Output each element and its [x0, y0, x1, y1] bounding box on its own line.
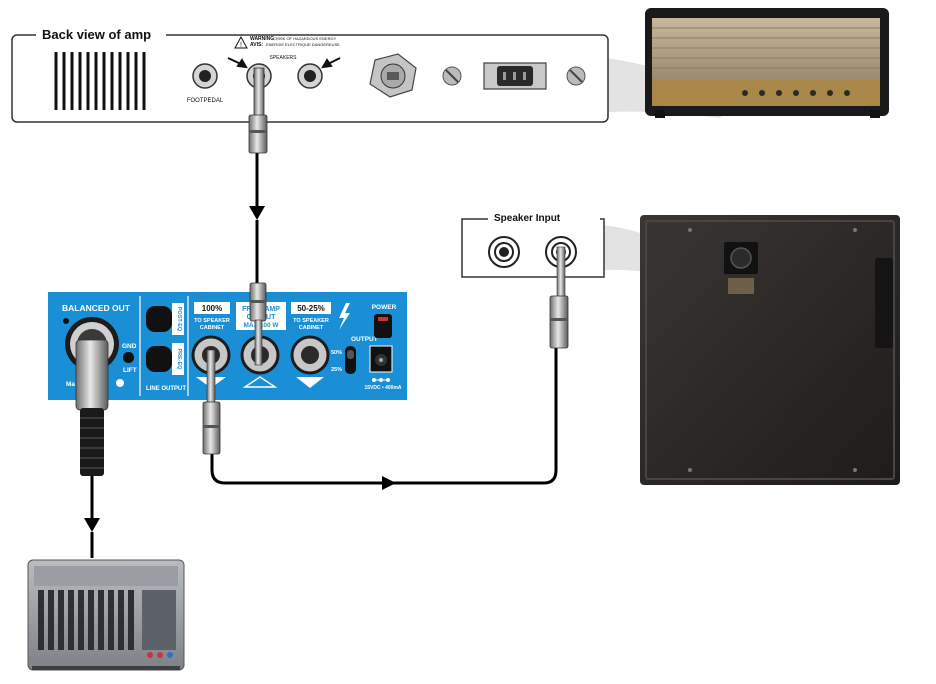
speakers-label: SPEAKERS — [270, 55, 298, 61]
mixer-image — [27, 559, 185, 671]
cabinet-label-2: CABINET — [299, 325, 324, 331]
badge-50: 50-25% — [297, 304, 325, 313]
arrow-down-mixer-icon — [84, 518, 100, 532]
speaker-input-jack-1[interactable] — [488, 236, 520, 268]
power-label: POWER — [372, 304, 397, 311]
dc-power-jack[interactable] — [369, 345, 393, 373]
amp-panel-title: Back view of amp — [42, 27, 151, 42]
badge-100: 100% — [202, 304, 222, 313]
cabinet-label-1: CABINET — [200, 325, 225, 331]
speaker-input-title: Speaker Input — [494, 213, 561, 224]
footpedal-label: FOOTPEDAL — [187, 98, 224, 104]
svg-text:!: ! — [240, 42, 242, 49]
speaker-cabinet-image — [603, 215, 900, 485]
speaker-jack-2[interactable] — [297, 63, 323, 89]
screw-left — [442, 66, 462, 86]
up-triangle-icon — [242, 376, 278, 388]
plug-speaker-input — [549, 246, 569, 349]
pre-eq-label: PRE-EQ — [176, 348, 182, 370]
speaker-out-jack-100[interactable] — [191, 335, 231, 375]
gnd-label: GND — [122, 343, 137, 350]
brand-label: Ma — [66, 381, 75, 388]
fuse-holder[interactable] — [369, 53, 417, 98]
power-switch[interactable] — [374, 314, 392, 338]
avis-title: AVIS: — [250, 42, 263, 48]
pct-25-label: 25% — [331, 367, 342, 373]
balanced-out-label: BALANCED OUT — [62, 303, 131, 313]
pct-50-label: 50% — [331, 350, 342, 356]
to-speaker-label-2: TO SPEAKER — [293, 318, 329, 324]
screw-right — [566, 66, 586, 86]
post-eq-label: POST-EQ — [176, 307, 182, 332]
footpedal-jack[interactable] — [192, 63, 218, 89]
xlr-plug — [75, 339, 109, 476]
pointer-arrow-left-icon — [227, 57, 248, 69]
pointer-arrow-right-icon — [321, 57, 341, 69]
vent-grille — [54, 52, 146, 110]
arrow-down-icon — [249, 206, 265, 220]
warning-line1: RISK OF HAZARDOUS ENERGY — [276, 36, 337, 41]
device-logo-icon — [116, 379, 124, 387]
to-speaker-label-1: TO SPEAKER — [194, 318, 230, 324]
power-inlet[interactable] — [483, 62, 547, 90]
speaker-out-jack-50[interactable] — [290, 335, 330, 375]
warning-title: WARNING: — [250, 36, 276, 42]
polarity-icon — [372, 378, 390, 382]
warning-line2: ENERGIE ELECTRIQUE DANGEREUSE — [266, 42, 340, 47]
plug-device-output — [202, 349, 221, 455]
post-eq-jack[interactable] — [146, 306, 172, 332]
plug-device-input — [249, 282, 267, 366]
speaker-input-panel: Speaker Input — [461, 211, 605, 278]
line-output-label: LINE OUTPUT — [146, 386, 186, 392]
lightning-icon — [339, 303, 350, 330]
lift-label: LIFT — [123, 367, 137, 374]
amp-head-image — [607, 8, 889, 118]
warning-icon: ! — [234, 35, 248, 49]
down-triangle-icon-2 — [296, 377, 324, 388]
output-level-switch[interactable] — [345, 346, 356, 374]
output-label: OUTPUT — [351, 336, 378, 343]
dc-rating-label: 15VDC • 400mA — [364, 385, 401, 391]
plug-amp-speaker — [248, 67, 268, 154]
arrow-right-icon — [382, 476, 396, 490]
ground-lift-switch[interactable] — [123, 352, 134, 363]
pre-eq-jack[interactable] — [146, 346, 172, 372]
amp-back-panel: Back view of amp FOOTPEDAL ! WARNING: RI… — [11, 26, 609, 123]
